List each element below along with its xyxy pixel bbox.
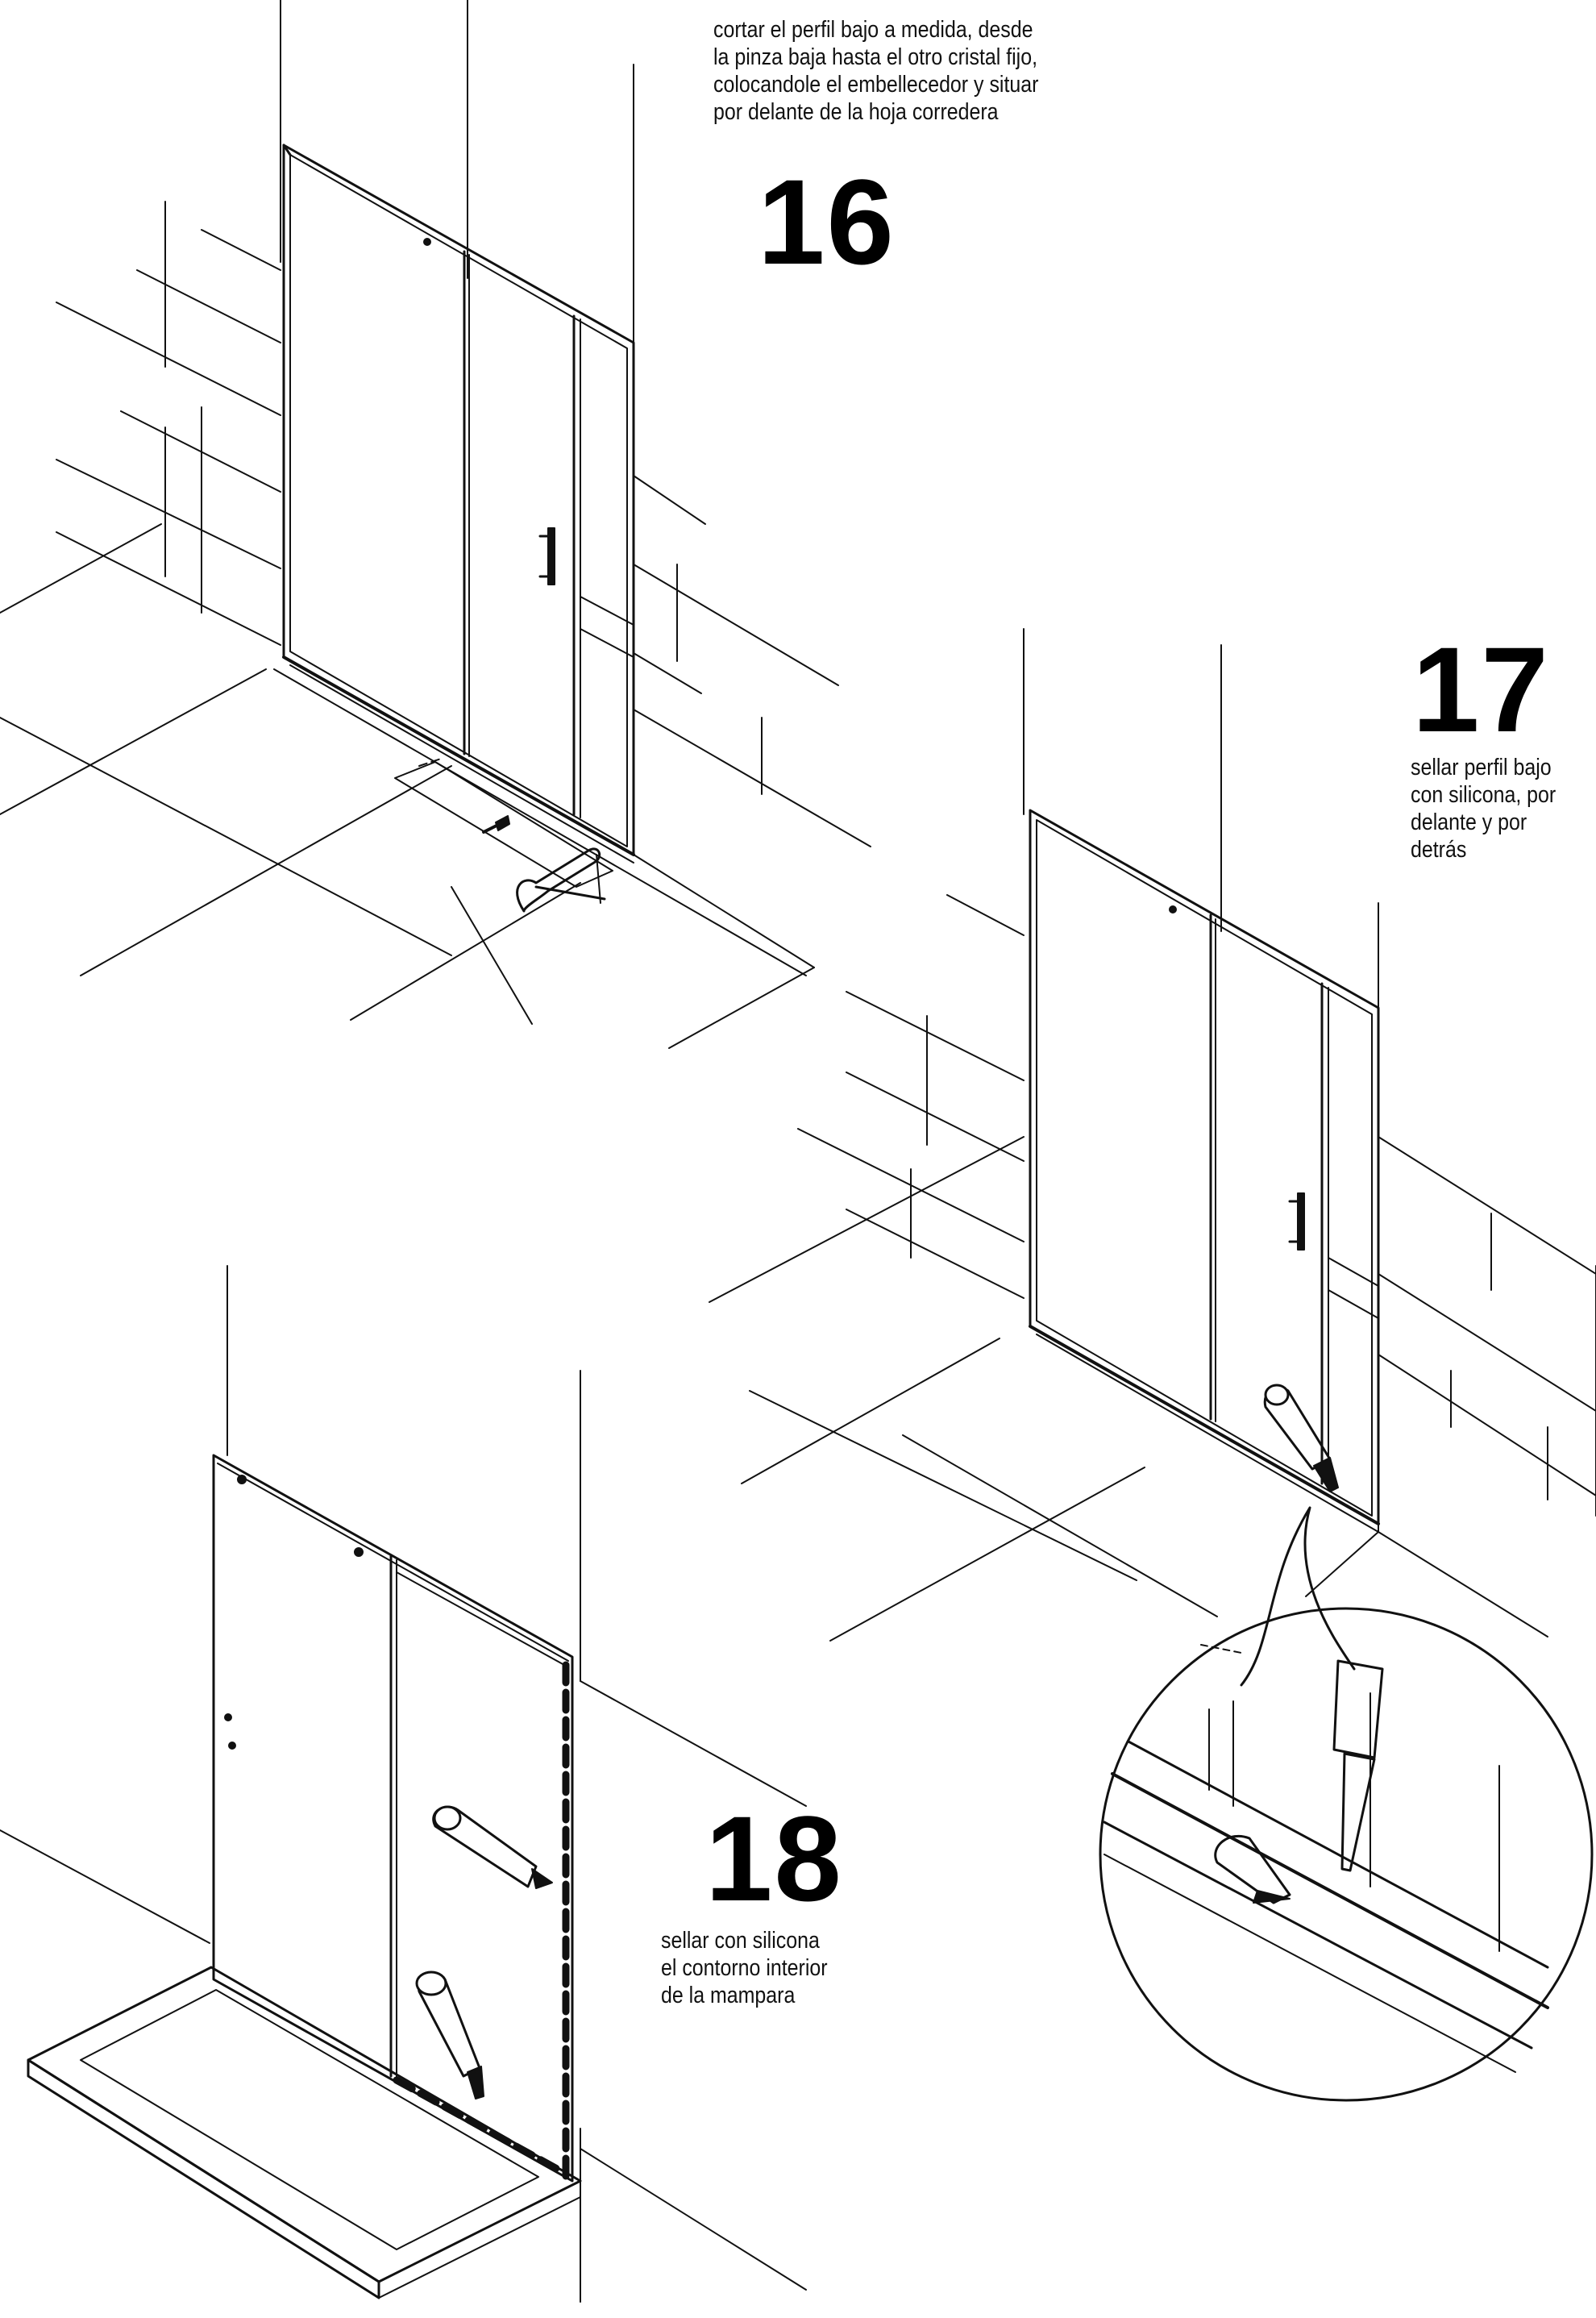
- step16-wall: [0, 0, 871, 1048]
- step18-instruction: sellar con silicona el contorno interior…: [661, 1928, 828, 2008]
- step17-detail-magnifier: [1100, 1608, 1592, 2100]
- step18-shower-tray: [28, 1967, 580, 2298]
- step17-shower-screen: [1030, 810, 1378, 1532]
- step18-illustration: [0, 1266, 806, 2302]
- step17-number: 17: [1412, 622, 1550, 757]
- step17-instruction: sellar perfil bajo con silicona, por del…: [1411, 755, 1557, 863]
- silicone-tube-icon: [417, 1972, 484, 2099]
- step17-illustration: [709, 629, 1596, 2100]
- step18-wall: [0, 1266, 806, 2302]
- step16-cutting-profile: [395, 758, 613, 911]
- step18-shower-screen: [214, 1455, 572, 2181]
- step16-instruction: cortar el perfil bajo a medida, desde la…: [713, 17, 1039, 125]
- silicone-tube-icon: [434, 1807, 552, 1888]
- silicone-tube-icon: [1265, 1385, 1338, 1492]
- step16-illustration: [0, 0, 871, 1048]
- step16-number: 16: [758, 154, 896, 289]
- step18-number: 18: [705, 1791, 843, 1926]
- step16-shower-screen: [284, 145, 634, 863]
- step17-callout-pointer: [1241, 1508, 1354, 1685]
